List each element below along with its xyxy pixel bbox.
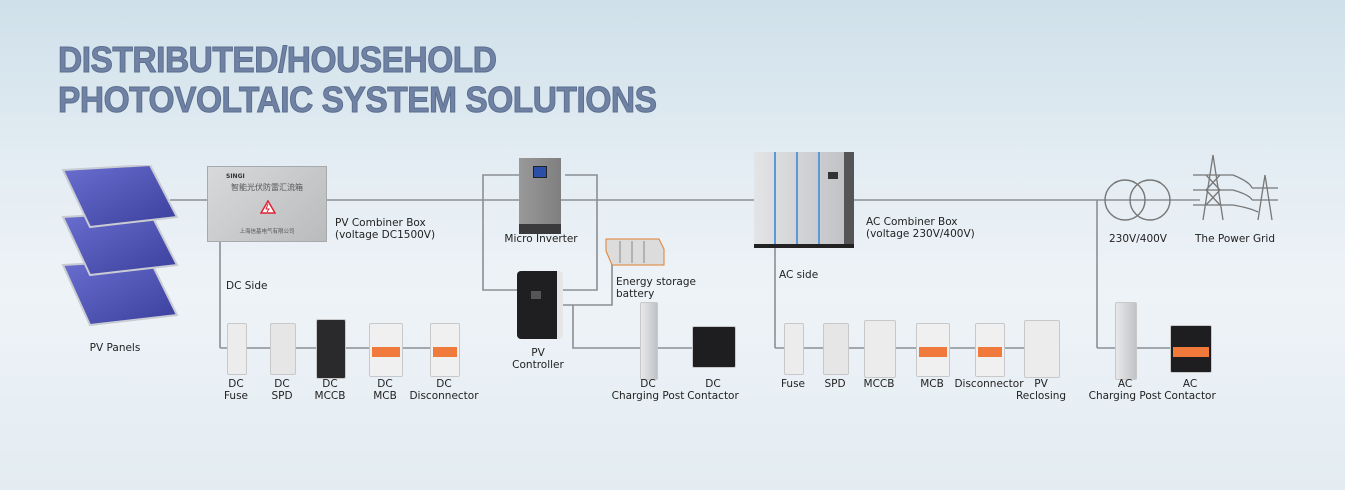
fuse-icon (784, 323, 804, 375)
pv-panels-icon (55, 163, 180, 330)
pv-controller-icon (517, 271, 563, 339)
wire-battery (555, 258, 613, 306)
disc-icon (430, 323, 460, 377)
combiner-chinese-label: 智能光伏防雷汇流箱 (231, 183, 303, 192)
pv-combiner-box: SINGI 智能光伏防雷汇流箱 上海信基电气有限公司 (207, 166, 327, 242)
ac-combiner-box-icon (754, 152, 854, 248)
disc-icon (975, 323, 1005, 377)
spd-icon (270, 323, 296, 375)
spd-icon (823, 323, 849, 375)
energy-storage-battery-icon (604, 237, 666, 267)
dcpost-icon (640, 302, 658, 380)
fuse-icon (227, 323, 247, 375)
power-grid-icon (1193, 154, 1278, 221)
transformer-icon (1104, 179, 1171, 221)
ac-side-label: AC side (779, 269, 819, 281)
wire-controller-loop-r (555, 200, 598, 291)
component-label: Disconnector (954, 378, 1024, 390)
wire-controller-loop-l (482, 200, 520, 291)
accont-icon (1170, 325, 1212, 373)
pv-panels-label: PV Panels (89, 342, 141, 354)
wire-inverter-loop (482, 174, 520, 200)
component-label: MCCB (863, 378, 895, 390)
ac-combiner-label: AC Combiner Box(voltage 230V/400V) (866, 216, 975, 240)
brand-logo: SINGI (226, 173, 245, 180)
title-line-2: PHOTOVOLTAIC SYSTEM SOLUTIONS (58, 79, 658, 120)
mcb-icon (369, 323, 403, 377)
micro-inverter-label: Micro Inverter (504, 233, 578, 245)
recl-icon (1024, 320, 1060, 378)
dc-side-label: DC Side (226, 280, 268, 292)
title-line-1: DISTRIBUTED/HOUSEHOLD (58, 39, 498, 80)
component-label: Fuse (780, 378, 806, 390)
warning-icon (259, 199, 277, 218)
acpost-icon (1115, 302, 1137, 380)
dccont-icon (692, 326, 736, 368)
component-label: MCB (920, 378, 944, 390)
mccb-icon (316, 319, 346, 379)
component-label: SPD (824, 378, 846, 390)
mccb-white-icon (864, 320, 896, 378)
micro-inverter-icon (519, 158, 561, 234)
page-title: DISTRIBUTED/HOUSEHOLD PHOTOVOLTAIC SYSTE… (58, 39, 658, 120)
pv-combiner-label: PV Combiner Box(voltage DC1500V) (335, 217, 436, 241)
power-grid-label: The Power Grid (1195, 233, 1275, 245)
transformer-label: 230V/400V (1109, 233, 1167, 245)
combiner-company: 上海信基电气有限公司 (239, 229, 295, 235)
wire-charging (572, 305, 720, 349)
mcb-icon (916, 323, 950, 377)
wire-inverter-loop-r (565, 174, 598, 200)
